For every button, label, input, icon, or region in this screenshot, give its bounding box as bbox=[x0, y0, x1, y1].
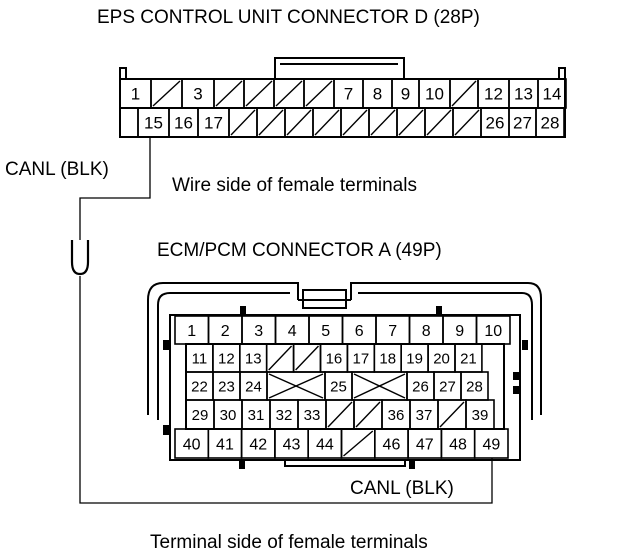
terminal-number: 10 bbox=[425, 85, 444, 104]
terminal-number: 30 bbox=[220, 407, 237, 424]
unused-terminal-slash bbox=[305, 80, 333, 107]
wire-side-caption: Wire side of female terminals bbox=[172, 175, 417, 196]
terminal-number: 17 bbox=[353, 350, 370, 367]
terminal-number: 33 bbox=[304, 407, 321, 424]
terminal-number: 39 bbox=[472, 407, 489, 424]
terminal-number: 32 bbox=[276, 407, 293, 424]
terminal-number: 29 bbox=[192, 407, 209, 424]
unused-terminal-slash bbox=[342, 109, 368, 136]
unused-terminal-slash bbox=[327, 401, 353, 428]
terminal-number: 19 bbox=[406, 350, 423, 367]
terminal-number: 12 bbox=[484, 85, 503, 104]
terminal-number: 6 bbox=[355, 323, 364, 340]
terminal-number: 5 bbox=[321, 323, 330, 340]
terminal-number: 14 bbox=[543, 85, 562, 104]
terminal-number: 3 bbox=[193, 85, 202, 104]
terminal-number: 36 bbox=[388, 407, 405, 424]
terminal-number: 22 bbox=[191, 378, 208, 395]
terminal-number: 9 bbox=[455, 323, 464, 340]
unused-terminal-slash bbox=[355, 401, 381, 428]
terminal-cell bbox=[535, 107, 565, 138]
terminal-number: 26 bbox=[486, 114, 505, 133]
terminal-number: 8 bbox=[373, 85, 382, 104]
canl-wire bbox=[79, 136, 493, 504]
terminal-number: 37 bbox=[416, 407, 433, 424]
terminal-number: 4 bbox=[288, 323, 297, 340]
terminal-number: 48 bbox=[449, 436, 467, 453]
terminal-number: 47 bbox=[416, 436, 434, 453]
eps-connector-row-2: 15 16 17 26 27 28 bbox=[119, 107, 565, 138]
terminal-number: 31 bbox=[248, 407, 265, 424]
unused-terminal-cross bbox=[268, 373, 324, 399]
terminal-number: 25 bbox=[330, 378, 347, 395]
unused-terminal-slash bbox=[152, 80, 181, 107]
terminal-number: 20 bbox=[433, 350, 450, 367]
ecm-connector-title: ECM/PCM CONNECTOR A (49P) bbox=[157, 240, 442, 261]
terminal-number: 11 bbox=[192, 350, 208, 367]
unused-terminal-slash bbox=[275, 80, 303, 107]
terminal-number: 17 bbox=[204, 114, 223, 133]
terminal-number: 27 bbox=[513, 114, 532, 133]
terminal-number: 28 bbox=[541, 114, 560, 133]
terminal-cell bbox=[119, 107, 139, 138]
terminal-number: 8 bbox=[422, 323, 431, 340]
terminal-number: 23 bbox=[218, 378, 235, 395]
terminal-number: 41 bbox=[216, 436, 234, 453]
unused-terminal-slash bbox=[314, 109, 340, 136]
unused-terminal-slash bbox=[258, 109, 284, 136]
unused-terminal-slash bbox=[268, 345, 293, 371]
terminal-cell bbox=[475, 315, 511, 345]
terminal-number: 27 bbox=[439, 378, 456, 395]
eps-connector-title: EPS CONTROL UNIT CONNECTOR D (28P) bbox=[97, 7, 480, 28]
terminal-number: 15 bbox=[144, 114, 163, 133]
terminal-number: 24 bbox=[245, 378, 262, 395]
terminal-number: 10 bbox=[484, 323, 502, 340]
terminal-number: 43 bbox=[283, 436, 301, 453]
unused-terminal-slash bbox=[230, 109, 256, 136]
terminal-number: 49 bbox=[482, 436, 500, 453]
terminal-number: 7 bbox=[388, 323, 397, 340]
unused-terminal-slash bbox=[343, 430, 374, 457]
wire-break-icon bbox=[70, 240, 90, 276]
terminal-number: 16 bbox=[174, 114, 193, 133]
terminal-number: 1 bbox=[131, 85, 140, 104]
terminal-number: 13 bbox=[245, 350, 262, 367]
unused-terminal-slash bbox=[245, 80, 273, 107]
unused-terminal-slash bbox=[295, 345, 320, 371]
unused-terminal-slash bbox=[370, 109, 396, 136]
unused-terminal-slash bbox=[398, 109, 424, 136]
terminal-number: 1 bbox=[187, 323, 196, 340]
wire-label-canl-bottom: CANL (BLK) bbox=[350, 478, 454, 499]
terminal-number: 9 bbox=[401, 85, 410, 104]
unused-terminal-slash bbox=[215, 80, 243, 107]
terminal-number: 28 bbox=[466, 378, 483, 395]
terminal-number: 13 bbox=[514, 85, 533, 104]
terminal-number: 12 bbox=[218, 350, 235, 367]
terminal-number: 21 bbox=[460, 350, 477, 367]
terminal-number: 26 bbox=[412, 378, 429, 395]
terminal-number: 46 bbox=[383, 436, 401, 453]
terminal-number: 42 bbox=[249, 436, 267, 453]
terminal-number: 3 bbox=[254, 323, 263, 340]
terminal-number: 18 bbox=[379, 350, 396, 367]
unused-terminal-slash bbox=[426, 109, 452, 136]
unused-terminal-slash bbox=[454, 109, 480, 136]
terminal-number: 44 bbox=[316, 436, 334, 453]
wire-label-canl-top: CANL (BLK) bbox=[5, 159, 109, 180]
terminal-side-caption: Terminal side of female terminals bbox=[150, 532, 428, 553]
unused-terminal-slash bbox=[451, 80, 477, 107]
terminal-number: 7 bbox=[344, 85, 353, 104]
ecm-connector-a-housing bbox=[147, 282, 542, 467]
unused-terminal-slash bbox=[286, 109, 312, 136]
unused-terminal-cross bbox=[353, 373, 406, 399]
unused-terminal-slash bbox=[439, 401, 465, 428]
terminal-number: 2 bbox=[221, 323, 230, 340]
terminal-number: 16 bbox=[326, 350, 343, 367]
terminal-number: 40 bbox=[183, 436, 201, 453]
ecm-latch-marks bbox=[163, 306, 528, 469]
